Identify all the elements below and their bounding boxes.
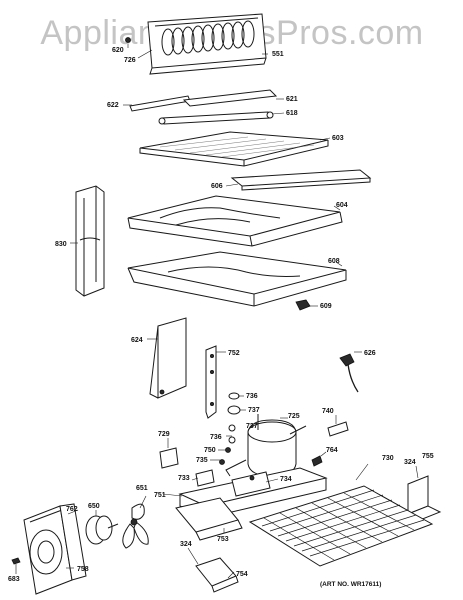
condenser-730-part [248,485,434,567]
label-740: 740 [322,408,334,415]
label-735: 735 [196,457,208,464]
label-603: 603 [332,135,344,142]
label-324-bottom: 324 [180,541,192,548]
label-608: 608 [328,258,340,265]
part-735 [219,459,225,465]
label-604: 604 [336,202,348,209]
label-736-top: 736 [246,393,258,400]
label-753: 753 [217,536,229,543]
label-626: 626 [364,350,376,357]
clip-609-part [295,299,311,311]
label-750: 750 [204,447,216,454]
relay-729-part [159,447,179,469]
part-740 [327,421,349,437]
label-736-side: 736 [210,434,222,441]
rail-621-part [182,89,278,107]
label-324-right: 324 [404,459,416,466]
label-683: 683 [8,576,20,583]
fan-motor-650-part [85,515,119,545]
label-551: 551 [272,51,284,58]
label-609: 609 [320,303,332,310]
art-number: (ART NO. WR17611) [320,581,381,588]
label-651: 651 [136,485,148,492]
label-730: 730 [382,455,394,462]
fan-blade-651-part [122,503,149,549]
label-764: 764 [326,447,338,454]
washer-737b-part [228,436,236,444]
screw-683-part [11,557,21,565]
label-606: 606 [211,183,223,190]
part-labels: 620 726 551 622 621 618 603 606 604 830 … [8,47,434,583]
grommet-736-part [228,392,240,400]
label-755: 755 [422,453,434,460]
part-733 [195,469,215,487]
label-726: 726 [124,57,136,64]
clip-750-part [225,447,231,453]
label-751: 751 [154,492,166,499]
label-624: 624 [131,337,143,344]
label-650: 650 [88,503,100,510]
evaporator-coil-part [147,13,267,75]
rail-622-part [129,95,191,112]
label-620: 620 [112,47,124,54]
label-737-side: 737 [246,423,258,430]
tray-753-part [175,497,243,541]
label-618: 618 [286,110,298,117]
label-758: 758 [77,566,89,573]
clip-764-part [311,455,323,467]
label-737-top: 737 [248,407,260,414]
label-762: 762 [66,506,78,513]
leader-lines [15,44,419,579]
shroud-758-part [23,503,87,595]
grommet-736b-part [228,424,236,432]
washer-737-part [227,405,241,415]
duct-624-part [149,317,187,399]
label-621: 621 [286,96,298,103]
label-830: 830 [55,241,67,248]
label-622: 622 [107,102,119,109]
label-725: 725 [288,413,300,420]
pan-608-part [127,251,347,307]
heater-618-part [161,111,271,125]
label-733: 733 [178,475,190,482]
label-729: 729 [158,431,170,438]
shelf-603-part [139,131,329,167]
hook-626-part [339,353,359,393]
label-754: 754 [236,571,248,578]
label-752: 752 [228,350,240,357]
bracket-752-part [205,345,217,419]
bracket-754-part [195,557,239,593]
channel-830-part [75,185,105,297]
screw-620-part [125,37,131,43]
compressor-725-part [225,414,307,477]
tray-604-part [127,195,343,247]
label-734: 734 [280,476,292,483]
